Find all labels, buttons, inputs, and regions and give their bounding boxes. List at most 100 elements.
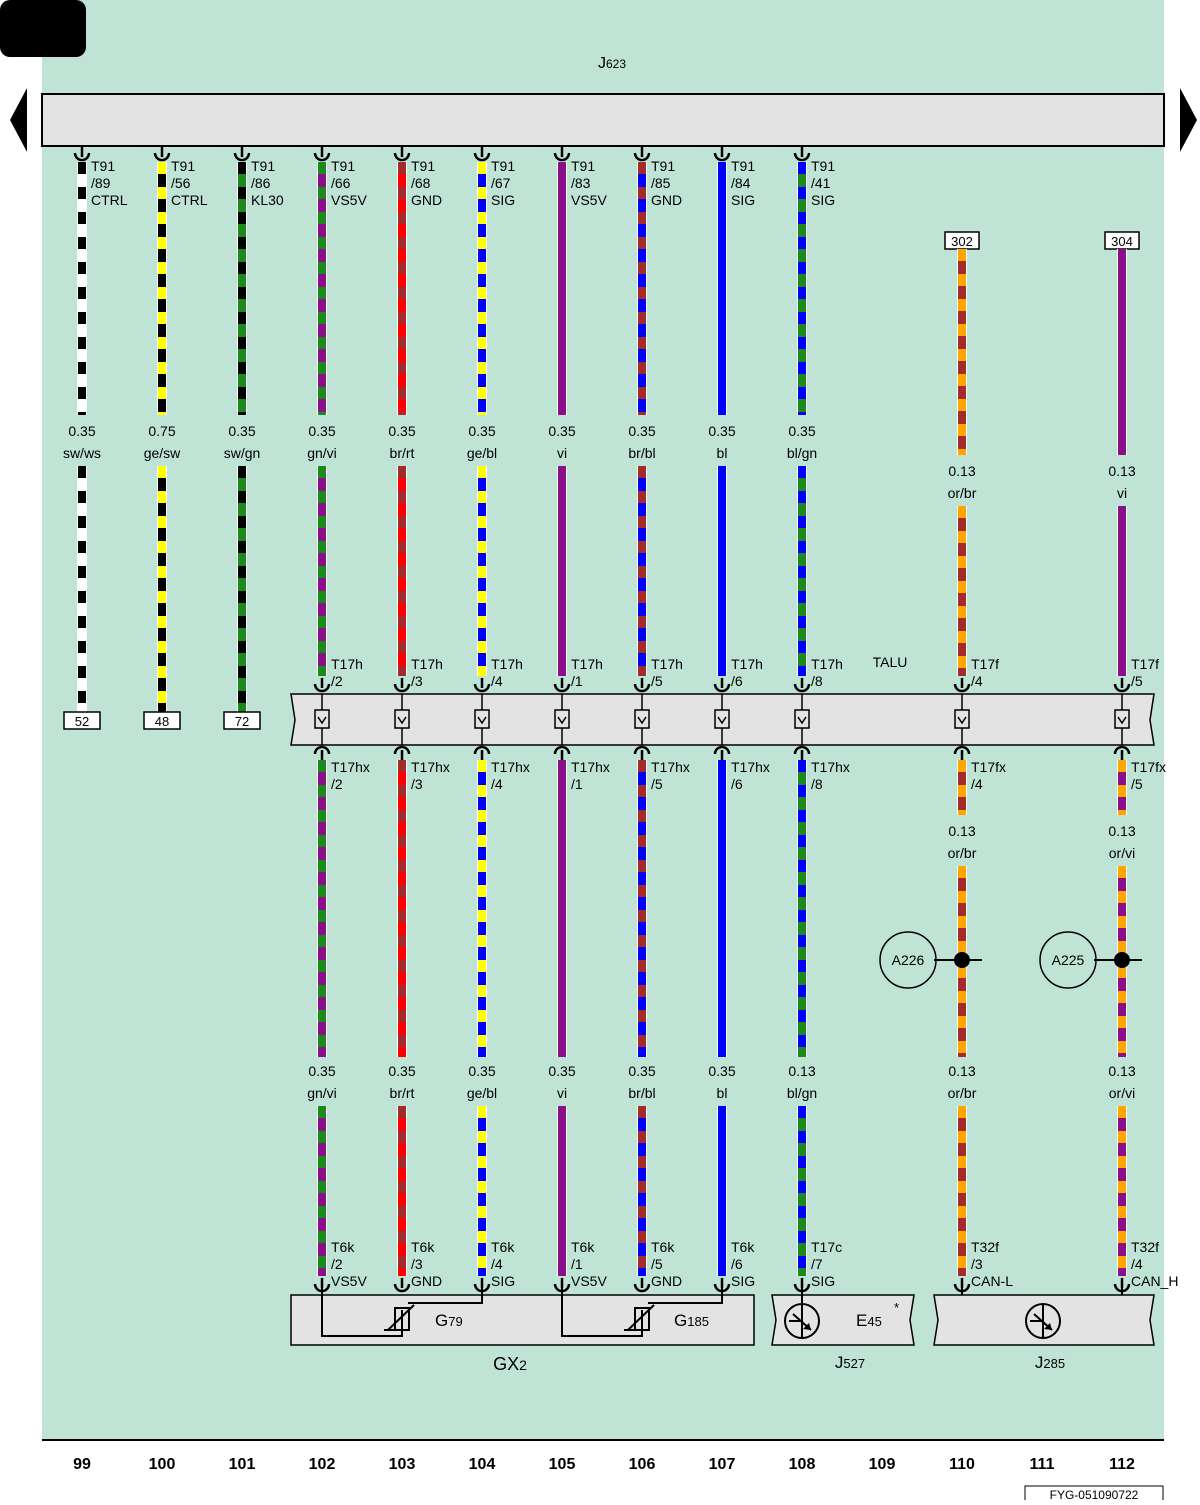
col-102-wire-lower-stripe — [318, 553, 326, 566]
col-110-spec-upper-size: 0.13 — [948, 463, 975, 479]
col-100-wire-lower-stripe — [158, 703, 166, 712]
switch-e45-note: * — [894, 1300, 899, 1315]
col-100-wire-upper-stripe — [158, 199, 166, 212]
gx2-label: GX2 — [493, 1354, 527, 1374]
col-108-wire-lower-stripe — [798, 603, 806, 616]
col-106-wire-mid-stripe — [638, 822, 646, 835]
col-99-wire-lower-stripe — [78, 603, 86, 616]
col-104-wire-end-stripe — [478, 1168, 486, 1181]
col-102-wire-mid-stripe — [318, 972, 326, 985]
col-110-end-pin-line-3: CAN-L — [971, 1273, 1013, 1289]
col-100-wire-upper-stripe — [158, 249, 166, 262]
col-104-wire-lower-stripe — [478, 628, 486, 641]
col-107-top-pin-line-2: /84 — [731, 175, 751, 191]
col-101-wire-lower-stripe — [238, 478, 246, 491]
col-103-wire-upper-stripe — [398, 349, 406, 362]
col-102-wire-lower-stripe — [318, 653, 326, 666]
col-104-wire-end-stripe — [478, 1218, 486, 1231]
col-103-top-pin-line-1: T91 — [411, 158, 435, 174]
col-106-wire-mid-stripe — [638, 897, 646, 910]
col-104-wire-mid-stripe — [478, 947, 486, 960]
col-106-conn-bot-line-1: T17hx — [651, 759, 690, 775]
col-108-wire-lower-stripe — [798, 653, 806, 666]
col-103-wire-mid-stripe — [398, 797, 406, 810]
col-102-conn-top-line-2: /2 — [331, 673, 343, 689]
col-103-conn-top-line-1: T17h — [411, 656, 443, 672]
col-108-wire-end-stripe — [798, 1118, 806, 1131]
col-106-wire-lower-stripe — [638, 653, 646, 666]
col-112-wire-end — [1118, 1106, 1126, 1276]
col-103-spec-upper-size: 0.35 — [388, 423, 415, 439]
col-105-end-pin-line-3: VS5V — [571, 1273, 607, 1289]
col-110-wire-upper-stripe — [958, 386, 966, 399]
col-102-wire-mid-stripe — [318, 922, 326, 935]
col-110-splice-ref-label: A226 — [892, 952, 925, 968]
col-108-wire-upper-stripe — [798, 199, 806, 212]
col-99-wire-lower-stripe — [78, 528, 86, 541]
col-103-wire-mid-stripe — [398, 822, 406, 835]
col-108-wire-upper-stripe — [798, 349, 806, 362]
col-106-conn-top-icon — [633, 683, 651, 693]
col-106-wire-upper-stripe — [638, 349, 646, 362]
col-108-conn-bot-line-1: T17hx — [811, 759, 850, 775]
col-100-wire-upper-stripe — [158, 399, 166, 412]
col-108-wire-mid-stripe — [798, 897, 806, 910]
col-110-spec-lower-size: 0.13 — [948, 1063, 975, 1079]
col-102-wire-mid-stripe — [318, 1022, 326, 1035]
col-99-spec-upper-color: sw/ws — [63, 445, 101, 461]
col-100-wire-lower-stripe — [158, 528, 166, 541]
col-99-top-pin-line-2: /89 — [91, 175, 111, 191]
col-104-spec-lower-size: 0.35 — [468, 1063, 495, 1079]
col-104-conn-bot-line-1: T17hx — [491, 759, 530, 775]
col-100-wire-upper — [158, 162, 166, 415]
prev-page-arrow-icon[interactable] — [10, 88, 27, 152]
wire-layer — [63, 147, 1142, 1293]
col-105-top-pin-icon — [553, 152, 571, 162]
col-108-top-pin-line-2: /41 — [811, 175, 831, 191]
col-104-conn-top-line-1: T17h — [491, 656, 523, 672]
col-108-conn-top-line-2: /8 — [811, 673, 823, 689]
col-100-spec-upper-size: 0.75 — [148, 423, 175, 439]
switch-e45-icon — [784, 1283, 820, 1339]
col-105-conn-bot-line-2: /1 — [571, 776, 583, 792]
col-108-wire-upper-stripe — [798, 399, 806, 412]
col-103-wire-upper-stripe — [398, 399, 406, 412]
col-103-wire-end-stripe — [398, 1143, 406, 1156]
col-100-spec-upper-color: ge/sw — [144, 445, 181, 461]
col-107-end-pin-line-3: SIG — [731, 1273, 755, 1289]
col-108-conn-socket-icon-chevron-icon — [797, 716, 807, 725]
col-104-wire-upper-stripe — [478, 324, 486, 337]
col-110-wire-mid-b-stripe — [958, 928, 966, 941]
col-106-wire-lower-stripe — [638, 628, 646, 641]
col-110-wire-upper-stripe — [958, 436, 966, 449]
col-110-wire-lower — [958, 506, 966, 676]
col-104-end-pin-line-2: /4 — [491, 1256, 503, 1272]
col-106-spec-lower-color: br/bl — [628, 1085, 655, 1101]
col-102-wire-upper-stripe — [318, 399, 326, 412]
col-101-wire-upper-stripe — [238, 299, 246, 312]
col-105-conn-socket-icon-chevron-icon — [557, 716, 567, 725]
col-108-spec-lower-color: bl/gn — [787, 1085, 817, 1101]
col-103-wire-lower-stripe — [398, 553, 406, 566]
col-105-conn-top-line-2: /1 — [571, 673, 583, 689]
column-number-106: 106 — [629, 1456, 656, 1473]
col-102-wire-mid-stripe — [318, 797, 326, 810]
col-104-wire-mid-stripe — [478, 847, 486, 860]
col-108-wire-lower-stripe — [798, 553, 806, 566]
column-number-112: 112 — [1109, 1456, 1135, 1473]
sensor-g79-label: G79 — [435, 1311, 463, 1330]
col-102-wire-upper-stripe — [318, 299, 326, 312]
column-number-100: 100 — [149, 1456, 176, 1473]
col-101-wire-upper — [238, 162, 246, 415]
col-101-wire-upper-stripe — [238, 374, 246, 387]
col-102-wire-end-stripe — [318, 1118, 326, 1131]
col-100-wire-upper-stripe — [158, 324, 166, 337]
col-108-end-pin-line-3: SIG — [811, 1273, 835, 1289]
col-105-conn-top-line-1: T17h — [571, 656, 603, 672]
col-104-wire-upper — [478, 162, 486, 415]
col-103-wire-end — [398, 1106, 406, 1276]
col-100-terminal-label: 48 — [155, 714, 169, 729]
col-100-wire-lower-stripe — [158, 478, 166, 491]
next-page-arrow-icon[interactable] — [1180, 88, 1197, 152]
col-112-spec-upper-size: 0.13 — [1108, 463, 1135, 479]
